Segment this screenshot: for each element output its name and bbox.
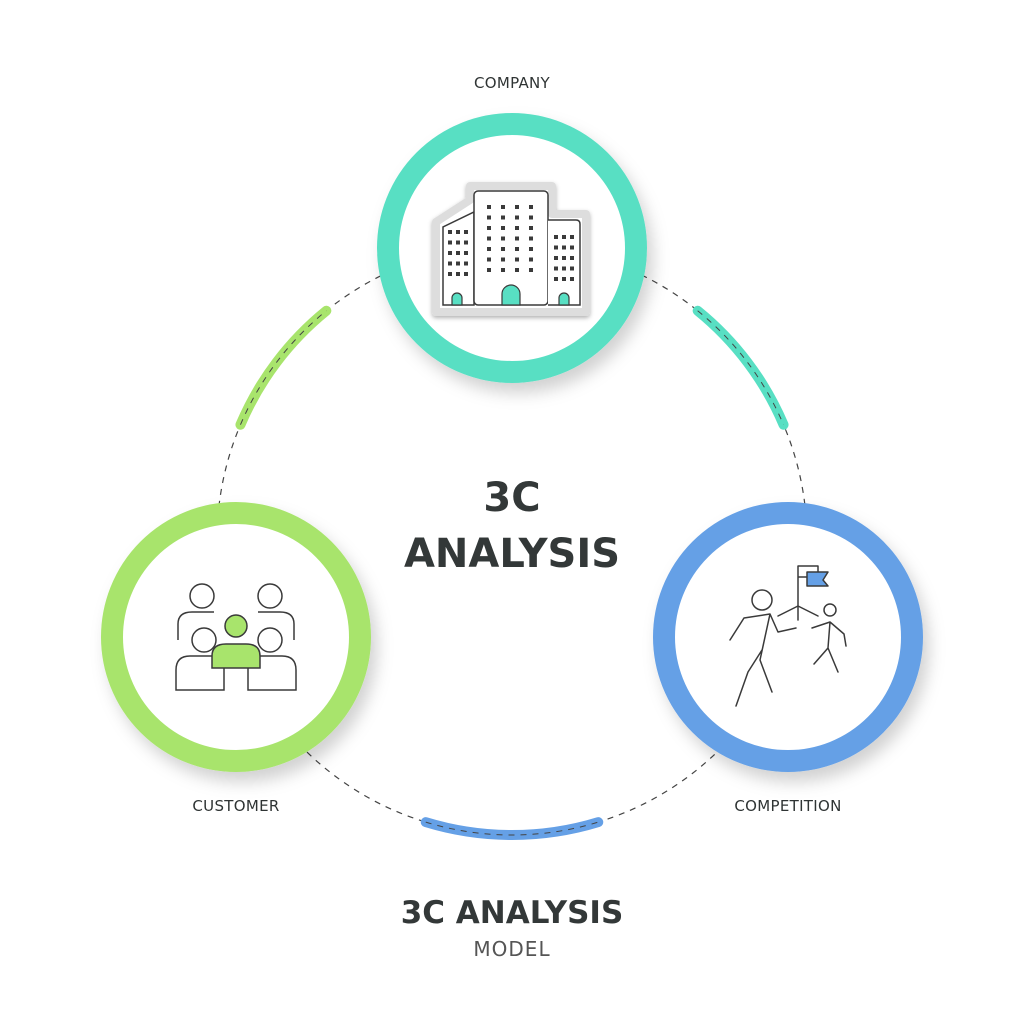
window [501, 257, 505, 262]
customer-company-arc [235, 305, 332, 430]
window [529, 268, 533, 272]
window [464, 261, 468, 266]
window [529, 205, 533, 209]
window [464, 240, 468, 245]
window [501, 268, 505, 272]
arc-dash-overlay [239, 310, 327, 425]
window [515, 257, 519, 262]
customer-node [101, 502, 371, 772]
window [487, 257, 491, 262]
window [448, 240, 452, 245]
footer-title: 3C ANALYSIS [400, 895, 624, 931]
window [456, 251, 460, 255]
window [487, 226, 491, 230]
window [448, 230, 452, 234]
company-competition-arc [692, 305, 789, 430]
footer-subtitle: MODEL [473, 937, 551, 961]
center-title: 3C ANALYSIS [404, 470, 620, 582]
window [529, 247, 533, 251]
window [487, 205, 491, 209]
window [562, 245, 566, 250]
window [554, 277, 558, 281]
window [570, 235, 574, 239]
window [464, 251, 468, 255]
window [529, 226, 533, 230]
window [562, 277, 566, 281]
window [464, 230, 468, 234]
window [501, 236, 505, 241]
window [515, 226, 519, 230]
customer-group-icon [175, 583, 297, 691]
window [515, 236, 519, 241]
window [456, 230, 460, 234]
center-title-line2: ANALYSIS [403, 531, 621, 577]
window [448, 272, 452, 276]
office-building-icon [432, 182, 590, 316]
window [501, 247, 505, 251]
window [529, 257, 533, 262]
window [515, 247, 519, 251]
window [515, 268, 519, 272]
window [570, 266, 574, 271]
window [554, 266, 558, 271]
window [448, 251, 452, 255]
window [570, 277, 574, 281]
window [456, 272, 460, 276]
arc-dash-overlay [697, 310, 785, 425]
window [456, 240, 460, 245]
window [487, 236, 491, 241]
arc-dash-overlay [425, 821, 599, 836]
window [570, 256, 574, 260]
customer-label: CUSTOMER [192, 797, 280, 815]
window [554, 256, 558, 260]
window [570, 245, 574, 250]
window [448, 261, 452, 266]
window [487, 215, 491, 220]
window [529, 215, 533, 220]
window [501, 226, 505, 230]
window [562, 256, 566, 260]
window [554, 245, 558, 250]
window [529, 236, 533, 241]
window [456, 261, 460, 266]
company-label: COMPANY [473, 74, 551, 92]
company-node [377, 113, 647, 383]
window [501, 215, 505, 220]
center-title-line1: 3C [483, 475, 541, 521]
window [562, 266, 566, 271]
window [487, 247, 491, 251]
competition-label: COMPETITION [734, 797, 842, 815]
window [515, 205, 519, 209]
window [487, 268, 491, 272]
window [464, 272, 468, 276]
competition-node [653, 502, 923, 772]
window [554, 235, 558, 239]
window [501, 205, 505, 209]
competitors-race-flag-icon [729, 565, 847, 707]
window [562, 235, 566, 239]
window [515, 215, 519, 220]
